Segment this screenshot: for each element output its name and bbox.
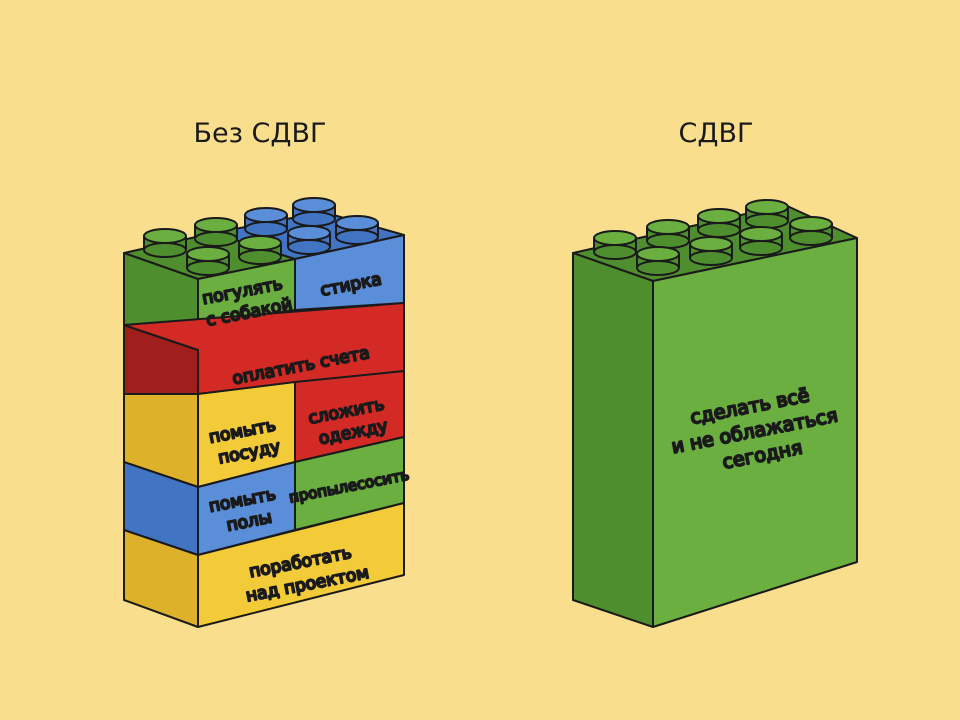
stud xyxy=(689,236,733,266)
stud xyxy=(593,230,637,260)
heading-without-adhd: Без СДВГ xyxy=(193,118,327,149)
stud xyxy=(697,208,741,238)
brick-work-project xyxy=(197,502,405,628)
heading-with-adhd: СДВГ xyxy=(678,118,754,149)
stud xyxy=(287,225,331,255)
stud xyxy=(739,226,783,256)
left-brick-stack: погулять с собакой стирка оплатить счета… xyxy=(123,197,412,628)
stud xyxy=(789,216,833,246)
stud xyxy=(238,235,282,265)
stud xyxy=(194,217,238,247)
stud xyxy=(244,207,288,237)
big-brick-front xyxy=(652,237,858,628)
stud xyxy=(186,246,230,276)
stud xyxy=(745,199,789,229)
stud xyxy=(143,228,187,258)
big-brick-side xyxy=(572,252,654,628)
stud xyxy=(335,215,379,245)
studs-right xyxy=(593,199,833,276)
stud xyxy=(292,197,336,227)
right-big-brick: сделать всё и не облажаться сегодня xyxy=(572,199,858,628)
stud xyxy=(646,219,690,249)
stud xyxy=(636,246,680,276)
studs-left xyxy=(143,197,379,276)
